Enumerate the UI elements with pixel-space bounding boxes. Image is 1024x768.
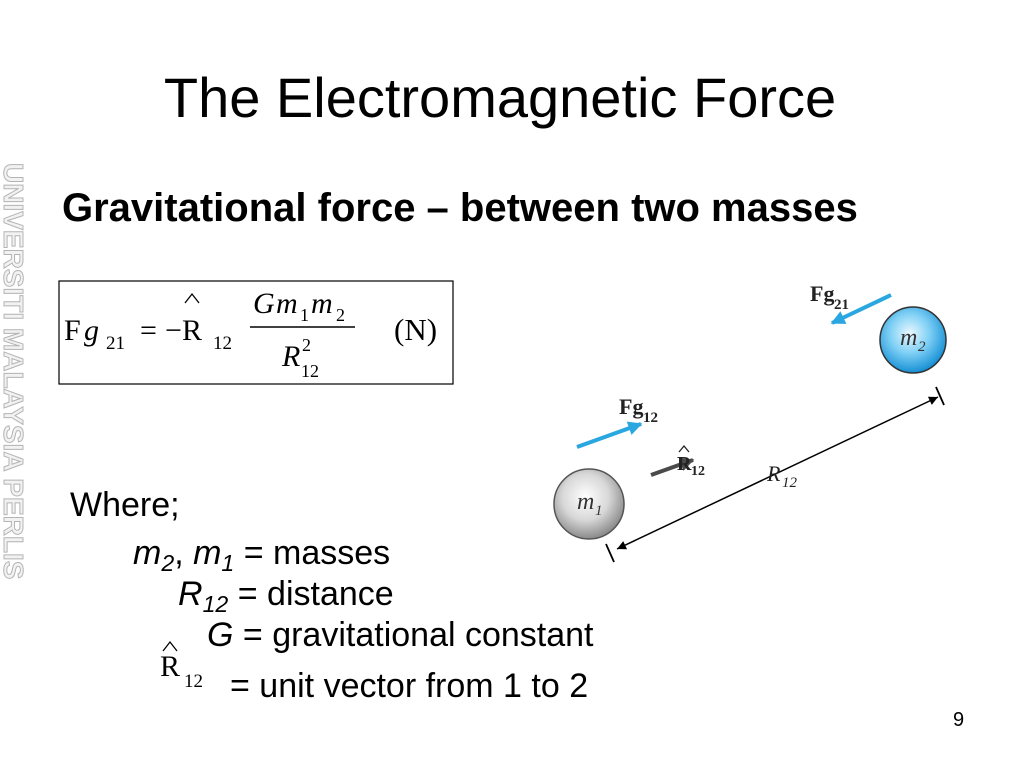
legend-unit-vector-symbol: R 12 bbox=[160, 640, 203, 692]
formula-denominator-sup: 2 bbox=[302, 335, 311, 355]
formula-G: G bbox=[253, 287, 275, 320]
formula-m1: m bbox=[276, 287, 298, 320]
formula-box: F g 21 = − R 12 G m 1 m 2 R 2 12 (N) bbox=[58, 280, 454, 385]
formula-hat-accent bbox=[184, 292, 200, 304]
mass-2-sphere bbox=[879, 306, 947, 374]
formula-denominator-R: R bbox=[281, 340, 300, 373]
legend-masses-row: m2, m1 = masses bbox=[133, 534, 391, 577]
legend-hat-accent bbox=[162, 640, 178, 652]
legend-unit-vector-text: = unit vector from 1 to 2 bbox=[230, 667, 589, 705]
force-12-arrow bbox=[576, 421, 643, 449]
mass-1-sub: 1 bbox=[595, 503, 603, 519]
slide-subtitle: Gravitational force – between two masses bbox=[62, 186, 858, 230]
force-12-label: Fg bbox=[619, 394, 643, 419]
mass-2-label: m bbox=[900, 325, 917, 351]
legend-R: R bbox=[178, 575, 203, 613]
formula-g: g bbox=[84, 314, 99, 347]
formula-minus: − bbox=[165, 314, 182, 347]
legend-G: G bbox=[207, 616, 234, 654]
separation-tick-end bbox=[935, 386, 945, 406]
legend-unit-vector-sub: 12 bbox=[184, 671, 203, 692]
formula-unit: (N) bbox=[394, 312, 437, 347]
legend-R-sub: 12 bbox=[202, 591, 229, 618]
force-12-sub: 12 bbox=[643, 410, 658, 426]
unit-vector-sub: 12 bbox=[691, 464, 705, 479]
mass-2-sub: 2 bbox=[918, 339, 926, 355]
legend-masses-text: = masses bbox=[234, 534, 391, 572]
university-watermark: UNIVERSITI MALAYSIA PERLIS bbox=[0, 162, 30, 580]
legend-separator: , bbox=[174, 534, 194, 572]
formula-denominator-sub: 12 bbox=[301, 361, 319, 381]
formula-unit-vector-R: R bbox=[182, 314, 202, 347]
legend-distance-row: R12 = distance bbox=[178, 575, 394, 618]
unit-vector-label: R bbox=[677, 453, 692, 475]
legend-m2-sub: 2 bbox=[161, 550, 175, 577]
legend-m1-sub: 1 bbox=[221, 550, 235, 577]
force-21-sub: 21 bbox=[834, 297, 849, 313]
separation-tick-start bbox=[605, 543, 615, 563]
legend-m1: m bbox=[193, 534, 222, 572]
legend-unit-vector-R: R bbox=[160, 650, 180, 683]
two-mass-diagram: m 1 m 2 Fg 12 Fg 21 R 12 R 12 bbox=[553, 281, 947, 563]
formula-equals: = bbox=[140, 314, 157, 347]
legend-m2: m bbox=[133, 534, 162, 572]
legend-constant-text: = gravitational constant bbox=[233, 616, 594, 654]
formula-m1-sub: 1 bbox=[300, 305, 309, 325]
formula-m2: m bbox=[311, 287, 333, 320]
unit-vector-hat-accent bbox=[678, 444, 690, 453]
unit-vector-arrow bbox=[650, 457, 695, 477]
separation-label: R bbox=[766, 461, 781, 486]
slide-title: The Electromagnetic Force bbox=[163, 66, 837, 129]
mass-1-label: m bbox=[577, 489, 594, 515]
mass-1-sphere bbox=[553, 468, 625, 540]
separation-arrow bbox=[616, 396, 939, 550]
force-21-label: Fg bbox=[810, 281, 834, 306]
formula-F: F bbox=[64, 314, 81, 347]
legend-heading: Where; bbox=[70, 486, 180, 524]
legend-distance-text: = distance bbox=[228, 575, 394, 613]
page-number: 9 bbox=[953, 709, 965, 731]
formula-lhs-sub: 21 bbox=[106, 333, 125, 354]
separation-sub: 12 bbox=[782, 475, 798, 491]
legend-constant-row: G = gravitational constant bbox=[207, 618, 594, 652]
force-21-arrow bbox=[830, 293, 892, 325]
formula-m2-sub: 2 bbox=[336, 305, 345, 325]
formula-border bbox=[58, 280, 454, 385]
formula-unit-vector-sub: 12 bbox=[213, 333, 232, 354]
